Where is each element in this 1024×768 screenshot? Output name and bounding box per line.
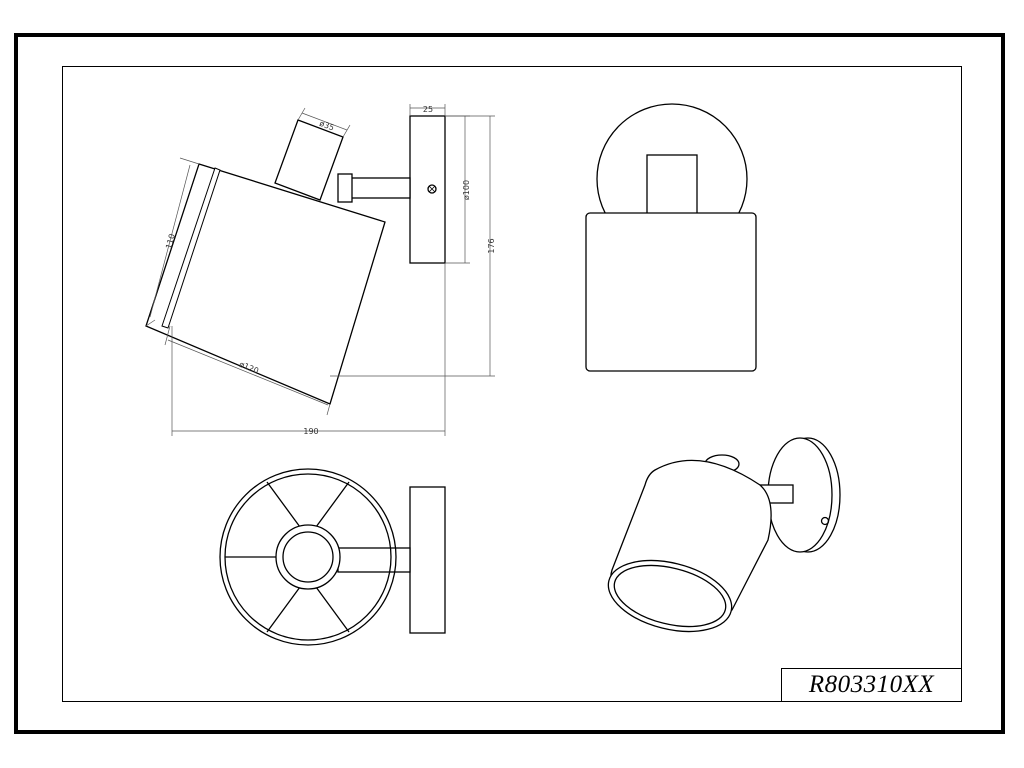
dim-label-176: 176 [487,238,496,253]
socket-ring-inner [282,531,334,583]
model-number: R803310XX [808,671,935,698]
socket-ring-outer [275,524,341,590]
socket-front [646,154,698,216]
side-view-dimensions [145,104,495,436]
dim-label-110: 110 [164,233,177,250]
screw-icon [427,184,437,194]
arm-side [349,177,411,199]
title-block: R803310XX [781,668,962,702]
screw-iso-icon [820,516,830,526]
front-view [585,103,757,372]
dim-label-190: 190 [303,427,318,436]
wall-plate-bottom [409,486,446,634]
arm-bottom [337,547,411,573]
inner-border [62,66,962,702]
bottom-view [219,468,446,646]
shade-front [585,212,757,372]
socket-side [274,119,344,201]
outer-border [14,33,1005,734]
shade-outer-ring [219,468,397,646]
dim-label-25: 25 [423,105,433,114]
joint-side [337,173,353,203]
shade-mouth-inner-iso [613,564,727,628]
isometric-view [607,437,841,633]
side-view [145,115,446,405]
dim-label-dia-100: ø100 [462,180,471,200]
